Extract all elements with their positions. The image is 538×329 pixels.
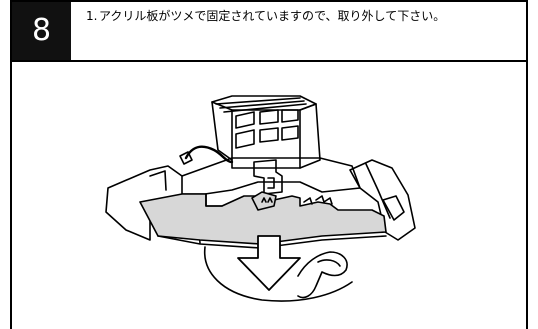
top-grip-lines <box>215 97 307 113</box>
top-rib-5 <box>259 127 279 143</box>
header-divider <box>12 60 526 62</box>
instruction-frame <box>10 0 528 329</box>
right-side-latch <box>382 195 405 221</box>
right-side-fin <box>365 163 391 219</box>
instruction-body: アクリル板がツメで固定されていますので、取り外して下さい。 <box>99 9 446 23</box>
left-side-fin <box>149 170 167 191</box>
base-housing <box>203 246 353 302</box>
lower-right-lever <box>297 251 348 299</box>
center-clip-slot <box>267 177 275 189</box>
plate-claw-1 <box>303 197 313 205</box>
top-rib-1 <box>235 111 255 129</box>
plate-mark <box>261 197 273 203</box>
top-rib-4 <box>235 129 255 149</box>
plate-tab-1 <box>251 191 277 211</box>
plate-notch-left <box>205 193 223 207</box>
top-rib-3 <box>281 109 299 123</box>
top-block-left-side <box>211 101 233 161</box>
plate-claw-2 <box>315 195 333 205</box>
top-rib-6 <box>281 125 299 141</box>
top-block-right-side <box>299 103 321 169</box>
instruction-text: 1.アクリル板がツメで固定されていますので、取り外して下さい。 <box>86 9 506 24</box>
step-number-badge: 8 <box>12 2 71 60</box>
right-side-panel <box>349 159 416 241</box>
center-clip <box>253 159 283 195</box>
instruction-index: 1. <box>86 9 98 23</box>
removal-arrow <box>237 235 301 291</box>
cable-end <box>179 151 193 165</box>
cable <box>184 145 234 164</box>
top-rib-2 <box>259 109 279 125</box>
top-block-front <box>231 109 301 169</box>
lower-right-lever-inner <box>317 259 341 267</box>
rear-housing <box>181 157 361 195</box>
